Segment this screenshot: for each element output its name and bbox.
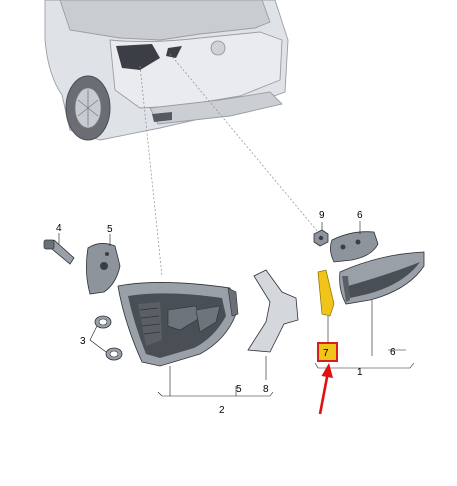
car-badge — [210, 40, 226, 56]
car-bumper — [149, 91, 283, 125]
car-tail-light-center — [166, 46, 182, 58]
bracket-hole-icon — [100, 262, 108, 270]
part-tail-light-right — [339, 251, 425, 305]
leader-3 — [89, 325, 107, 353]
callout-3: 3 — [80, 336, 86, 347]
callout-8: 8 — [263, 384, 269, 395]
callout-5-upper: 5 — [107, 224, 113, 235]
callout-9: 9 — [319, 210, 325, 221]
bracket-assembly-2 — [157, 391, 274, 397]
part-8-seal — [247, 269, 299, 353]
callout-5-lower: 5 — [236, 384, 242, 395]
part-7-strip — [317, 269, 335, 317]
bracket-hole-small-icon — [105, 252, 109, 256]
dash-leader-left-light — [139, 65, 163, 277]
part-6-bracket — [330, 231, 379, 263]
car-illustration — [44, 0, 289, 141]
dash-leader-right-light — [169, 53, 319, 233]
car-rim-spokes — [77, 90, 99, 126]
car-tail-light-left — [116, 44, 160, 70]
bracket-6-hole-icon — [340, 244, 346, 250]
callout-1: 1 — [357, 367, 363, 378]
callout-2: 2 — [219, 405, 225, 416]
part-tail-light-left — [117, 282, 239, 367]
callout-4: 4 — [56, 223, 62, 234]
car-exhaust — [152, 112, 172, 122]
part-4-bolt — [43, 239, 75, 265]
callout-6-upper: 6 — [357, 210, 363, 221]
car-rear-window — [59, 0, 271, 41]
highlight-box-7 — [317, 342, 338, 362]
callout-7: 7 — [323, 348, 329, 359]
red-arrow-icon — [318, 363, 333, 415]
callout-6-lower: 6 — [390, 347, 396, 358]
bracket-assembly-1 — [314, 362, 415, 369]
